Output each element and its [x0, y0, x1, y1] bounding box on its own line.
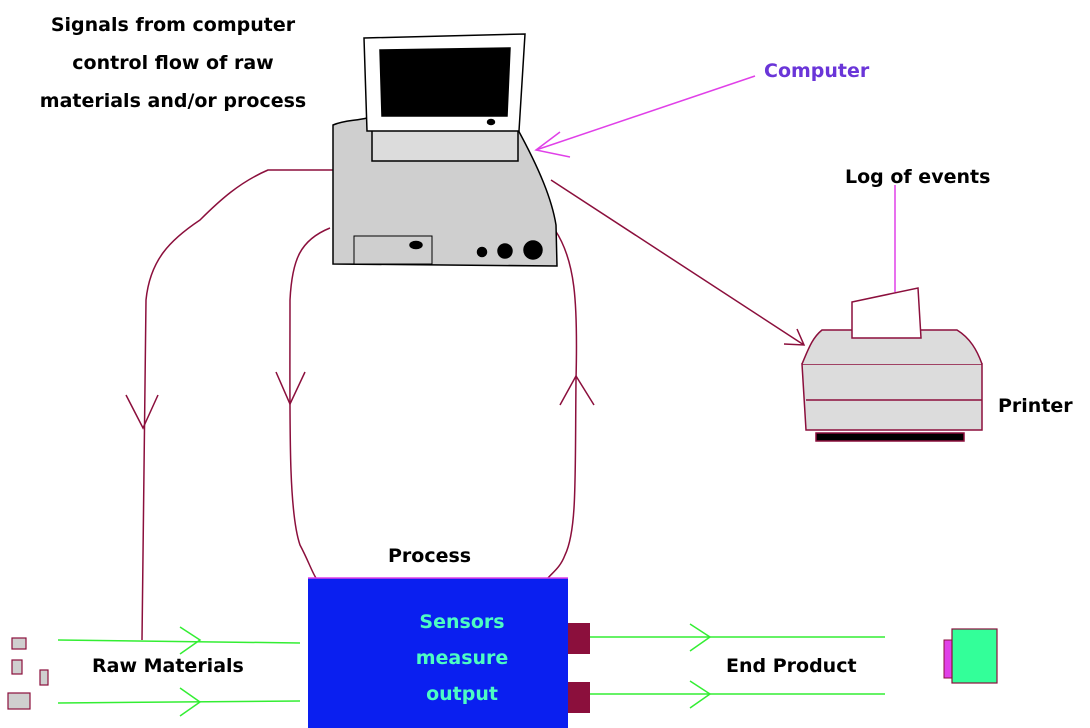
printer-link-line — [550, 179, 805, 346]
output-port-top — [568, 623, 590, 654]
raw-block-3 — [39, 669, 49, 686]
control-line-left-arrow — [125, 394, 159, 430]
raw-materials-icon — [7, 637, 49, 710]
monitor-screen — [379, 47, 511, 117]
control-line-left — [141, 169, 333, 641]
sensors-line-1: Sensors — [419, 611, 505, 633]
raw-flow-arrow-top — [179, 626, 202, 655]
computer-label: Computer — [764, 60, 870, 82]
raw-block-4 — [7, 692, 31, 710]
monitor-power-dot — [486, 118, 496, 126]
raw-block-2 — [11, 659, 23, 675]
printer-icon — [801, 287, 983, 442]
sensors-line-2: measure — [415, 647, 509, 669]
printer-link-arrow — [783, 328, 806, 346]
control-line-middle-arrow — [275, 371, 306, 406]
process-label: Process — [388, 545, 472, 567]
log-of-events-label: Log of events — [845, 166, 991, 188]
computer-button-2 — [497, 243, 513, 259]
raw-block-1 — [11, 637, 27, 650]
signals-line-3: materials and/or process — [39, 90, 307, 112]
signals-label: Signals from computer control flow of ra… — [8, 6, 338, 120]
signals-line-2: control flow of raw — [72, 52, 274, 74]
printer-paper — [851, 287, 922, 339]
computer-disk-drive — [353, 235, 433, 265]
process-box — [308, 578, 568, 728]
output-port-bottom — [568, 682, 590, 713]
sensors-line-3: output — [426, 683, 498, 705]
control-line-right — [547, 229, 578, 579]
control-line-middle — [289, 227, 331, 579]
computer-drive-slot — [409, 240, 423, 250]
raw-materials-label: Raw Materials — [92, 655, 244, 677]
raw-flow-line-top — [57, 639, 301, 644]
printer-label: Printer — [998, 395, 1073, 417]
computer-button-3 — [523, 240, 543, 260]
computer-button-1 — [476, 246, 488, 258]
end-product-front — [951, 628, 998, 684]
end-flow-arrow-bottom — [689, 680, 712, 709]
printer-tray — [815, 432, 965, 442]
sensors-label: Sensors measure output — [400, 604, 524, 712]
end-product-label: End Product — [726, 655, 857, 677]
computer-icon — [332, 33, 558, 267]
computer-pointer-line — [535, 75, 756, 151]
printer-body — [801, 363, 983, 431]
raw-flow-line-bottom — [57, 700, 301, 704]
end-product-icon — [943, 628, 998, 684]
end-flow-arrow-top — [689, 623, 712, 652]
monitor-stand — [371, 127, 519, 162]
computer-pointer-arrow — [534, 131, 571, 158]
raw-flow-arrow-bottom — [179, 687, 202, 717]
control-line-right-arrow — [559, 374, 595, 406]
signals-line-1: Signals from computer — [50, 14, 296, 36]
